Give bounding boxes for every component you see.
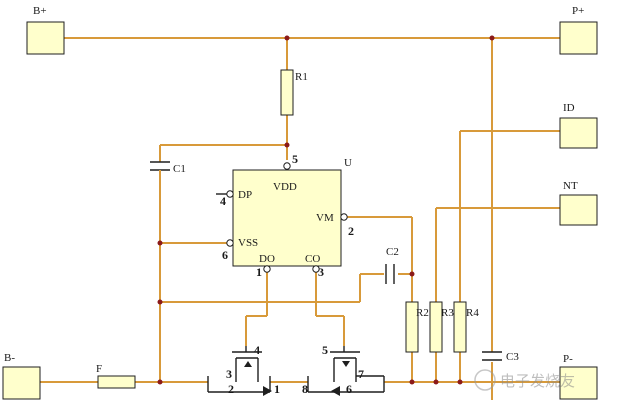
ic-pin-vm-label: VM	[316, 212, 334, 224]
watermark-text: 电子发烧友	[500, 372, 575, 390]
m1-mid-pin: 1	[274, 382, 280, 396]
ic-pin-vdd-label: VDD	[273, 181, 297, 193]
pin-num-co: 3	[318, 265, 324, 279]
capacitor-c3: C3	[482, 351, 519, 363]
pin-num-vss: 6	[222, 248, 228, 262]
protection-ic: U VDD DP VM VSS DO CO 5 4 2 6 1 3	[216, 152, 354, 279]
terminal-b-plus-label: B+	[33, 5, 47, 17]
c3-label: C3	[506, 351, 519, 363]
c1-label: C1	[173, 163, 186, 175]
terminal-p-minus: P-	[559, 353, 598, 400]
terminal-id: ID	[559, 102, 598, 149]
terminal-nt: NT	[559, 180, 598, 226]
terminal-b-plus: B+	[26, 5, 65, 55]
pin-num-dp: 4	[220, 194, 226, 208]
m2-drain-pin: 7	[358, 367, 364, 381]
junctions	[157, 35, 495, 385]
watermark-logo-icon	[474, 369, 496, 391]
mosfet-discharge: 4 3 2 1	[207, 343, 280, 396]
terminal-nt-label: NT	[563, 180, 578, 192]
ic-pin-co-label: CO	[305, 253, 320, 265]
resistor-r4: R4	[453, 301, 479, 353]
m1-gate-pin: 4	[254, 343, 260, 357]
diode-1-icon	[263, 386, 272, 396]
terminal-p-plus-label: P+	[572, 5, 584, 17]
ic-pin-vss-label: VSS	[238, 237, 258, 249]
ic-pin-dp-label: DP	[238, 189, 252, 201]
m1-source-pin: 2	[228, 382, 234, 396]
r4-label: R4	[466, 307, 479, 319]
r3-label: R3	[441, 307, 454, 319]
r2-label: R2	[416, 307, 429, 319]
fuse-label: F	[96, 363, 102, 375]
c2-label: C2	[386, 246, 399, 258]
capacitor-c1: C1	[150, 161, 186, 178]
m2-source-pin: 6	[346, 382, 352, 396]
resistor-r2: R2	[405, 301, 429, 353]
terminal-p-minus-label: P-	[563, 353, 573, 365]
terminal-p-plus: P+	[559, 5, 598, 55]
resistor-r3: R3	[429, 301, 454, 353]
r1-label: R1	[295, 71, 308, 83]
ic-label: U	[344, 157, 352, 169]
pin-num-vdd: 5	[292, 152, 298, 166]
terminal-id-label: ID	[563, 102, 575, 114]
pin-num-vm: 2	[348, 224, 354, 238]
wires	[40, 37, 560, 400]
terminal-b-minus-label: B-	[4, 352, 15, 364]
fuse-f: F	[96, 363, 136, 389]
diode-2-icon	[331, 386, 340, 396]
m2-gate-pin: 5	[322, 343, 328, 357]
terminal-b-minus: B-	[2, 352, 41, 400]
resistor-r1: R1	[280, 69, 308, 116]
watermark: 电子发烧友	[474, 369, 575, 391]
m1-drain-pin: 3	[226, 367, 232, 381]
capacitor-c2: C2	[385, 246, 399, 284]
ic-pin-do-label: DO	[259, 253, 275, 265]
mosfet-charge: 5 8 6 7	[302, 343, 385, 396]
pin-num-do: 1	[256, 265, 262, 279]
m2-mid-pin: 8	[302, 382, 308, 396]
